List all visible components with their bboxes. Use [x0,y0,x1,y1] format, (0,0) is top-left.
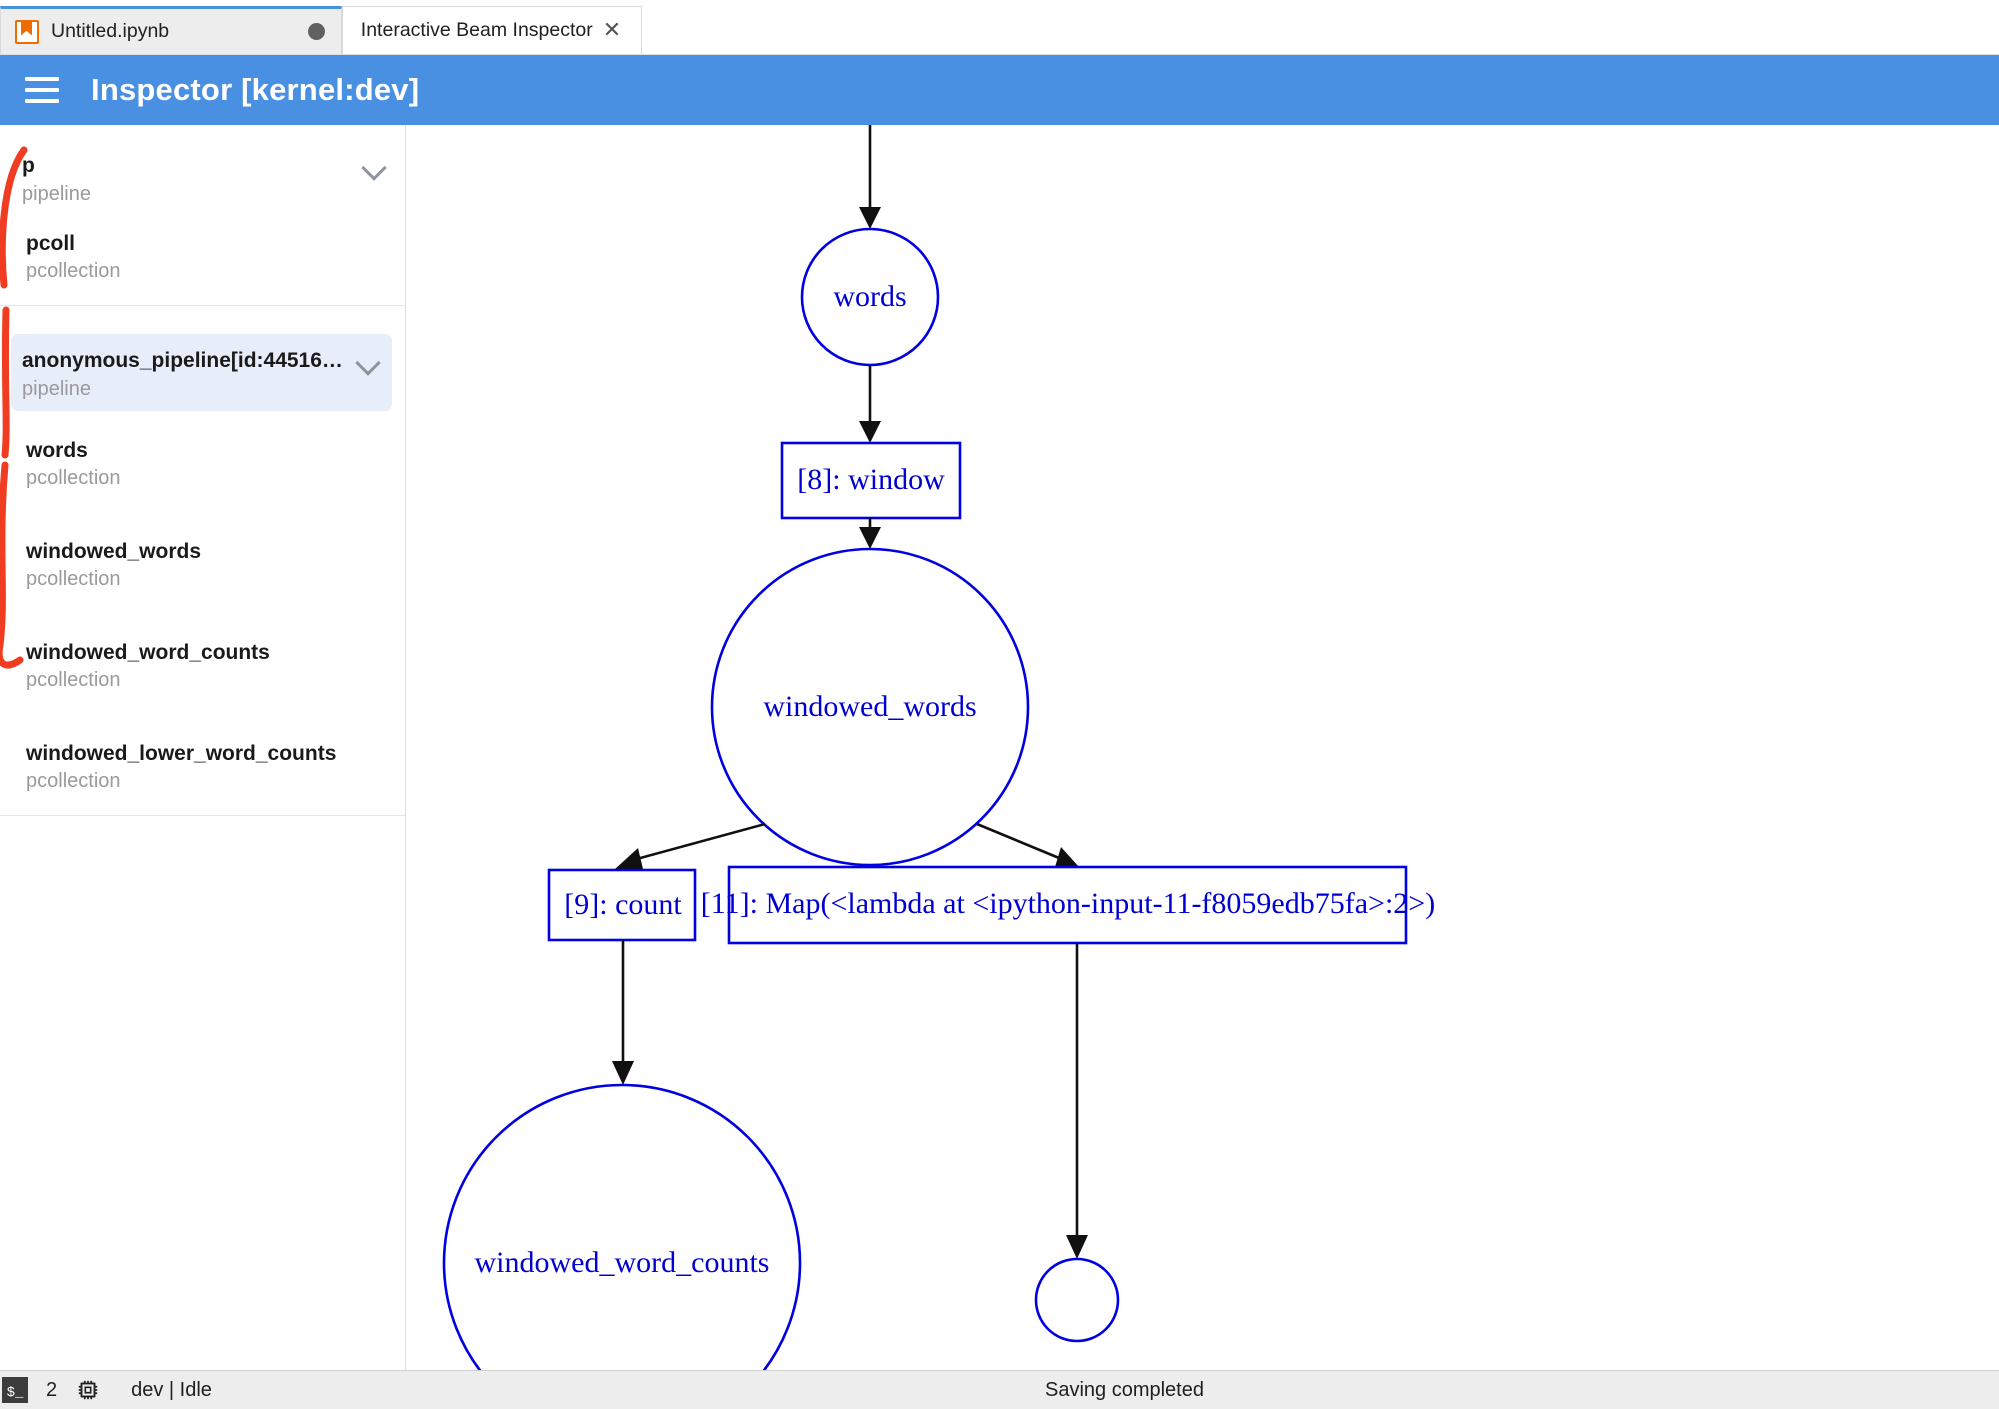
edge-map-to-output [1066,943,1088,1259]
edge-windowed-words-to-count [615,822,766,869]
page-title: Inspector [kernel:dev] [91,72,420,107]
sidebar-item-type: pipeline [22,183,91,205]
sidebar-group-p: p pipeline pcoll pcollection [0,125,405,306]
edge-words-to-window [859,365,881,443]
graph-node-words[interactable]: words [800,227,940,367]
sidebar-item-windowed-lower-word-counts[interactable]: windowed_lower_word_counts pcollection [0,742,405,793]
sidebar-item-type: pcollection [26,260,121,282]
terminal-icon[interactable]: $_ [2,1377,28,1403]
chevron-down-icon[interactable] [355,348,381,374]
sidebar-item-label: pcoll [26,232,76,255]
graph-node-window[interactable]: [8]: window [780,441,962,520]
graph-node-label: [11]: Map(<lambda at <ipython-input-11-f… [701,887,1435,920]
sidebar-item-type: pcollection [26,669,121,691]
sidebar-item-windowed-word-counts[interactable]: windowed_word_counts pcollection [0,641,405,692]
tab-untitled-ipynb[interactable]: Untitled.ipynb [0,6,342,54]
sidebar-item-type: pcollection [26,770,121,792]
sidebar-item-windowed-words[interactable]: windowed_words pcollection [0,540,405,591]
terminal-count: 2 [46,1378,58,1401]
sidebar-item-label: words [26,439,88,462]
pipeline-graph-canvas[interactable]: words [8]: window [407,125,1999,1370]
sidebar-item-type: pipeline [22,378,91,400]
sidebar-item-words[interactable]: words pcollection [0,439,405,490]
tab-label: Untitled.ipynb [51,20,170,42]
sidebar-item-label: anonymous_pipeline[id:44516… [22,349,343,372]
tab-label: Interactive Beam Inspector [360,19,593,41]
graph-node-map[interactable]: [11]: Map(<lambda at <ipython-input-11-f… [701,865,1435,945]
graph-node-label: words [833,280,906,313]
inspectables-sidebar: p pipeline pcoll pcollection anonymous_p… [0,125,406,1370]
tab-bar: Untitled.ipynb Interactive Beam Inspecto… [0,0,1999,55]
main-body: p pipeline pcoll pcollection anonymous_p… [0,125,1999,1370]
graph-node-output-small[interactable] [1034,1257,1120,1343]
graph-node-count[interactable]: [9]: count [547,868,697,942]
graph-node-windowed-words[interactable]: windowed_words [710,547,1030,867]
sidebar-item-anonymous-pipeline[interactable]: anonymous_pipeline[id:44516… pipeline [11,334,392,411]
graph-node-label: windowed_word_counts [475,1246,770,1279]
inspector-header: Inspector [kernel:dev] [0,55,1999,125]
sidebar-item-label: p [22,154,35,177]
close-icon[interactable]: ✕ [602,17,622,43]
graph-node-label: [8]: window [797,463,945,496]
cpu-chip-icon[interactable] [75,1377,101,1403]
edge-count-to-windowed-word-counts [612,940,634,1085]
notebook-icon [15,19,39,44]
status-bar: $_ 2 dev | Idle Saving completed [0,1370,1999,1409]
unsaved-changes-dot-icon[interactable] [308,23,325,40]
sidebar-item-label: windowed_word_counts [26,641,270,664]
kernel-status[interactable]: dev | Idle [131,1378,212,1401]
sidebar-item-label: windowed_words [26,540,202,563]
graph-node-windowed-word-counts[interactable]: windowed_word_counts [442,1083,802,1370]
edge-window-to-windowed-words [859,518,881,549]
sidebar-item-type: pcollection [26,568,121,590]
tab-interactive-beam-inspector[interactable]: Interactive Beam Inspector ✕ [342,6,642,54]
sidebar-item-pcoll[interactable]: pcoll pcollection [0,232,405,283]
graph-node-label: [9]: count [564,888,682,921]
sidebar-item-p[interactable]: p pipeline [0,153,405,206]
sidebar-group-anonymous-pipeline: anonymous_pipeline[id:44516… pipeline wo… [0,306,405,816]
chevron-down-icon[interactable] [361,153,387,179]
pipeline-graph-svg: words [8]: window [442,125,1435,1370]
edge-windowed-words-to-map [976,822,1079,867]
edge-entry-to-words [859,125,881,229]
sidebar-item-type: pcollection [26,467,121,489]
hamburger-icon[interactable] [25,77,59,103]
sidebar-item-label: windowed_lower_word_counts [26,742,337,765]
save-status: Saving completed [1045,1378,1204,1401]
graph-node-label: windowed_words [763,690,976,723]
